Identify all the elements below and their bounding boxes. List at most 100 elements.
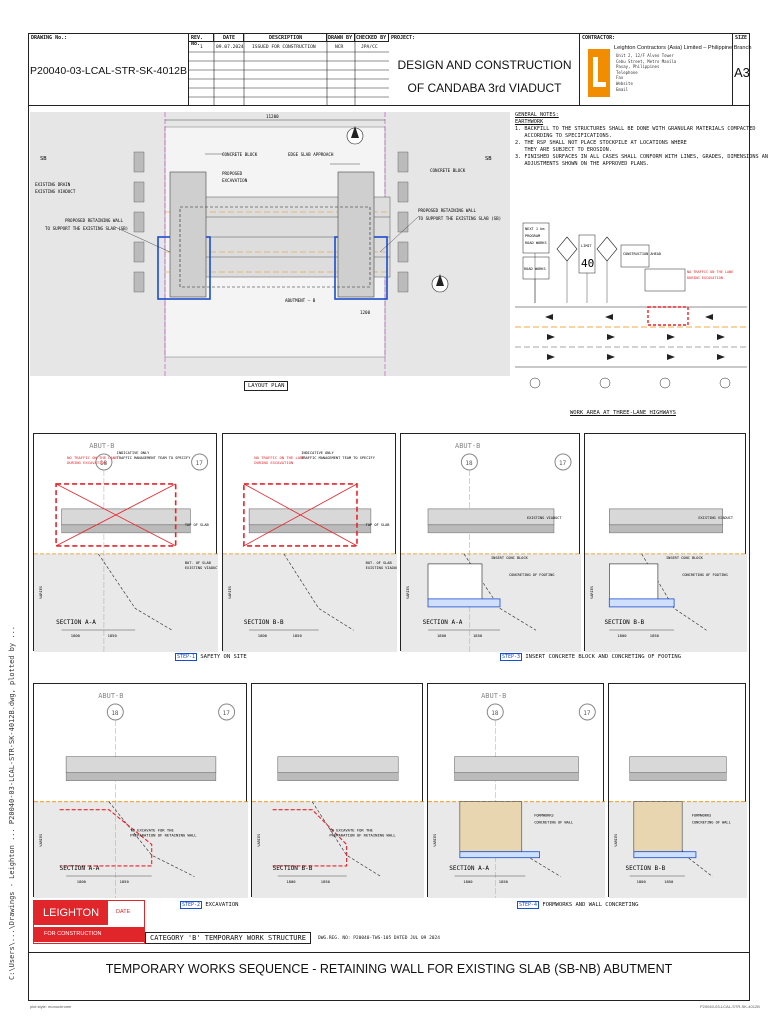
plan-prw-left-2: TO SUPPORT THE EXISTING SLAB (SB) (45, 226, 128, 231)
layout-plan-drawing: 11200 SB SB EXISTING DRAIN EXISTING VIAD… (35, 112, 501, 376)
date-value: 09.07.2024 (216, 45, 244, 50)
svg-text:1800: 1800 (617, 633, 627, 638)
plan-edge-slab: EDGE SLAB APPROACH (288, 152, 334, 157)
work-area-diagram: NEXT 1 km PROGRAM ROAD WORKS ROAD WORKS … (515, 215, 747, 416)
drawing-sheet (28, 33, 750, 1001)
drawn-value: NCR (335, 45, 344, 50)
svg-text:ABUT-B: ABUT-B (455, 442, 480, 450)
step-1-caption: STEP-1 SAFETY ON SITE (175, 653, 247, 661)
step-4-tag: STEP-4 (517, 901, 540, 909)
desc-header: DESCRIPTION (244, 33, 327, 42)
step-3-text: INSERT CONCRETE BLOCK AND CONCRETING OF … (525, 654, 682, 660)
layout-plan-caption: LAYOUT PLAN (244, 381, 289, 391)
svg-text:1800: 1800 (71, 633, 81, 638)
notes-item-2: 2. THE RSP SHALL NOT PLACE STOCKPILE AT … (515, 140, 687, 146)
svg-text:1800: 1800 (463, 879, 473, 884)
drawing-no-label: DRAWING No.: (31, 35, 68, 41)
step-2-caption: STEP-2 EXCAVATION (180, 901, 239, 909)
revision-grid (189, 33, 389, 106)
contractor-name: Leighton Contractors (Asia) Limited – Ph… (614, 45, 752, 51)
rev-label: REV. No. (191, 35, 204, 47)
drawing-no-cell: DRAWING No.: P20040-03-LCAL-STR-SK-4012B (28, 33, 189, 106)
stamp-company: LEIGHTON (34, 901, 108, 925)
svg-text:TOP OF SLAB: TOP OF SLAB (366, 523, 390, 527)
svg-text:NO TRAFFIC ON THE LANE: NO TRAFFIC ON THE LANE (67, 455, 118, 460)
svg-text:EXISTING VIADUCT: EXISTING VIADUCT (527, 516, 562, 520)
svg-text:ABUT-B: ABUT-B (98, 692, 123, 700)
svg-text:1850: 1850 (664, 879, 674, 884)
notes-item-1: 1. BACKFILL TO THE STRUCTURES SHALL BE D… (515, 126, 756, 132)
svg-text:SECTION A-A: SECTION A-A (449, 865, 489, 872)
svg-text:TRAFFIC MANAGEMENT TEAM TO SPE: TRAFFIC MANAGEMENT TEAM TO SPECIFY (301, 456, 375, 460)
plan-proposed-2: EXCAVATION (222, 178, 248, 183)
project-title-2: OF CANDABA 3rd VIADUCT (407, 81, 562, 95)
svg-text:ROAD WORKS: ROAD WORKS (525, 241, 547, 245)
plot-path-label: C:\Users\...\Drawings - Leighton ... P20… (8, 626, 16, 980)
svg-text:1850: 1850 (473, 633, 483, 638)
svg-text:NO TRAFFIC ON THE LANE: NO TRAFFIC ON THE LANE (254, 455, 305, 460)
svg-text:INSERT CONC BLOCK: INSERT CONC BLOCK (666, 556, 704, 560)
svg-text:CONCRETING OF FOOTING: CONCRETING OF FOOTING (682, 573, 727, 577)
svg-text:VARIES: VARIES (39, 586, 43, 599)
footer-left: plot style: monochrome (30, 1004, 72, 1009)
svg-text:1850: 1850 (321, 879, 331, 884)
notes-title: GENERAL NOTES: (515, 112, 559, 118)
step-2-text: EXCAVATION (205, 902, 239, 908)
svg-text:18: 18 (100, 460, 108, 467)
svg-text:EXISTING VIADUCT: EXISTING VIADUCT (366, 566, 397, 570)
svg-text:17: 17 (196, 460, 204, 467)
sheet-title: TEMPORARY WORKS SEQUENCE - RETAINING WAL… (105, 962, 673, 976)
work-area-caption: WORK AREA AT THREE-LANE HIGHWAYS (570, 410, 676, 416)
step-3-caption: STEP-3 INSERT CONCRETE BLOCK AND CONCRET… (500, 653, 682, 661)
step-1-text: SAFETY ON SITE (200, 654, 247, 660)
size-cell: SIZE A3 (733, 33, 750, 106)
svg-text:DURING EXCAVATION: DURING EXCAVATION (254, 460, 294, 465)
svg-text:SECTION B-B: SECTION B-B (604, 619, 644, 626)
plan-abutment: ABUTMENT – B (285, 298, 316, 303)
plan-existing-2: EXISTING VIADUCT (35, 189, 76, 194)
notes-item-3: 3. FINISHED SURFACES IN ALL CASES SHALL … (515, 154, 768, 160)
date-header: DATE (214, 33, 244, 42)
checked-label: CHECKED BY (356, 35, 387, 41)
plan-existing-1: EXISTING DRAIN (35, 182, 71, 187)
project-label: PROJECT: (391, 35, 416, 41)
contractor-address: Unit 2, 12/F Alveo Tower Cebu Street, Me… (616, 53, 677, 92)
step-4-caption: STEP-4 FORMWORKS AND WALL CONCRETING (517, 901, 638, 909)
svg-text:1850: 1850 (293, 633, 303, 638)
plot-path-text: C:\Users\...\Drawings - Leighton ... P20… (2, 130, 22, 990)
svg-text:18: 18 (491, 710, 499, 717)
svg-text:SECTION A-A: SECTION A-A (60, 865, 100, 872)
footer-right: P20040-03-LCAL-STR-SK-4012B (700, 1004, 760, 1009)
general-notes: GENERAL NOTES: EARTHWORK 1. BACKFILL TO … (515, 112, 768, 168)
plan-prw-left-1: PROPOSED RETAINING WALL (65, 218, 123, 223)
svg-text:VARIES: VARIES (406, 586, 410, 599)
svg-text:1850: 1850 (120, 879, 130, 884)
svg-text:18: 18 (111, 710, 119, 717)
project-title-1: DESIGN AND CONSTRUCTION (397, 58, 572, 72)
layout-plan: 11200 SB SB EXISTING DRAIN EXISTING VIAD… (30, 112, 510, 376)
drawn-header: DRAWN BY (327, 33, 355, 42)
svg-text:INDICATIVE ONLY: INDICATIVE ONLY (117, 451, 150, 455)
svg-text:VARIES: VARIES (614, 834, 618, 847)
dwg-reg-no: DWG.REG. NO: P20040-TWS-105 DATED JUL 09… (318, 936, 440, 941)
leighton-logo (588, 49, 610, 97)
desc-label: DESCRIPTION (269, 35, 303, 41)
plan-dim-bottom: 1200 (360, 310, 371, 315)
size-label: SIZE (735, 35, 748, 41)
sheet-size: A3 (734, 65, 750, 80)
svg-text:PREPARATION OF RETAINING WALL: PREPARATION OF RETAINING WALL (130, 833, 197, 838)
svg-text:1800: 1800 (77, 879, 87, 884)
svg-text:1800: 1800 (437, 633, 447, 638)
svg-text:CONCRETING OF WALL: CONCRETING OF WALL (534, 821, 573, 825)
svg-text:1850: 1850 (499, 879, 509, 884)
svg-text:1850: 1850 (650, 633, 660, 638)
svg-text:VARIES: VARIES (39, 834, 43, 847)
svg-text:SECTION B-B: SECTION B-B (244, 619, 284, 626)
date-label: DATE (223, 35, 236, 41)
svg-text:1800: 1800 (286, 879, 296, 884)
